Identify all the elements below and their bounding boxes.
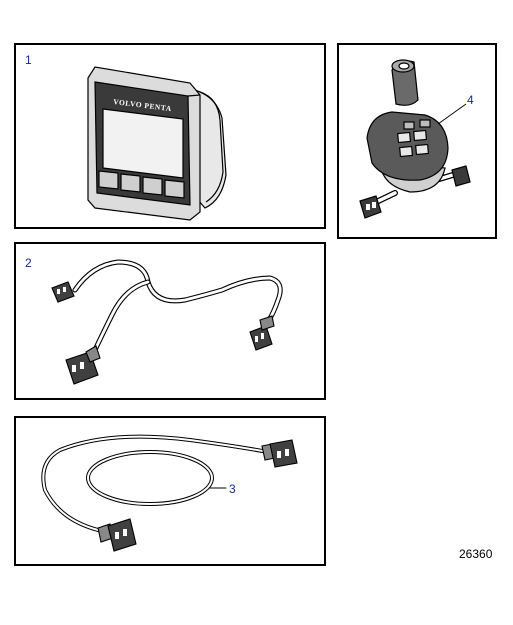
y-harness-cable <box>72 259 283 353</box>
callout-1: 1 <box>25 53 32 67</box>
callout-2: 2 <box>25 256 32 270</box>
figure-number: 26360 <box>459 547 493 561</box>
extension-cable-wire <box>41 434 270 532</box>
callout-4: 4 <box>467 93 474 107</box>
panel-y-harness <box>14 242 326 400</box>
display-unit <box>87 66 227 221</box>
callout-3: 3 <box>229 482 236 496</box>
extension-cable-connectors <box>97 439 298 552</box>
joystick-unit <box>359 59 471 219</box>
y-harness-connectors <box>51 281 275 385</box>
panel-extension-cable <box>14 416 326 566</box>
